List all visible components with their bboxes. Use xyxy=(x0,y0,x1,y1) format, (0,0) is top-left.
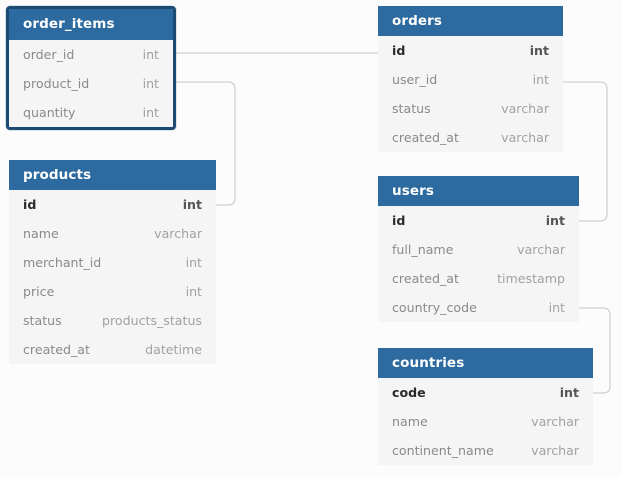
field-name: full_name xyxy=(392,242,454,257)
table-row[interactable]: id int xyxy=(9,190,216,219)
table-header-users: users xyxy=(378,176,579,206)
field-name: code xyxy=(392,385,426,400)
table-row[interactable]: created_at datetime xyxy=(9,335,216,364)
field-type: datetime xyxy=(145,342,202,357)
table-row[interactable]: product_id int xyxy=(9,69,173,98)
table-body-countries: code int name varchar continent_name var… xyxy=(378,378,593,465)
field-type: varchar xyxy=(531,414,579,429)
field-name: status xyxy=(23,313,62,328)
table-header-order-items: order_items xyxy=(9,9,173,40)
table-users[interactable]: users id int full_name varchar created_a… xyxy=(378,176,579,322)
table-body-users: id int full_name varchar created_at time… xyxy=(378,206,579,322)
table-products[interactable]: products id int name varchar merchant_id… xyxy=(9,160,216,364)
table-row[interactable]: name varchar xyxy=(9,219,216,248)
field-type: int xyxy=(529,43,549,58)
field-type: int xyxy=(559,385,579,400)
table-row[interactable]: id int xyxy=(378,36,563,65)
field-type: varchar xyxy=(501,101,549,116)
table-header-orders: orders xyxy=(378,6,563,36)
table-row[interactable]: id int xyxy=(378,206,579,235)
field-type: int xyxy=(142,47,159,62)
field-type: timestamp xyxy=(497,271,565,286)
field-type: int xyxy=(142,76,159,91)
table-row[interactable]: name varchar xyxy=(378,407,593,436)
table-row[interactable]: created_at timestamp xyxy=(378,264,579,293)
field-type: int xyxy=(142,105,159,120)
field-type: varchar xyxy=(531,443,579,458)
field-name: created_at xyxy=(392,271,459,286)
field-type: int xyxy=(532,72,549,87)
table-header-countries: countries xyxy=(378,348,593,378)
table-order-items[interactable]: order_items order_id int product_id int … xyxy=(6,6,176,130)
field-name: id xyxy=(392,213,406,228)
field-type: int xyxy=(548,300,565,315)
field-type: varchar xyxy=(517,242,565,257)
table-row[interactable]: quantity int xyxy=(9,98,173,127)
table-row[interactable]: user_id int xyxy=(378,65,563,94)
field-name: order_id xyxy=(23,47,75,62)
field-name: created_at xyxy=(392,130,459,145)
table-row[interactable]: code int xyxy=(378,378,593,407)
field-type: int xyxy=(545,213,565,228)
field-name: status xyxy=(392,101,431,116)
field-name: created_at xyxy=(23,342,90,357)
table-row[interactable]: order_id int xyxy=(9,40,173,69)
field-type: int xyxy=(182,197,202,212)
table-orders[interactable]: orders id int user_id int status varchar… xyxy=(378,6,563,152)
field-name: product_id xyxy=(23,76,90,91)
field-name: id xyxy=(23,197,37,212)
table-row[interactable]: continent_name varchar xyxy=(378,436,593,465)
table-row[interactable]: price int xyxy=(9,277,216,306)
field-name: country_code xyxy=(392,300,477,315)
field-name: merchant_id xyxy=(23,255,102,270)
field-type: varchar xyxy=(154,226,202,241)
table-body-products: id int name varchar merchant_id int pric… xyxy=(9,190,216,364)
table-row[interactable]: full_name varchar xyxy=(378,235,579,264)
table-row[interactable]: merchant_id int xyxy=(9,248,216,277)
field-name: id xyxy=(392,43,406,58)
field-type: products_status xyxy=(102,313,202,328)
field-name: quantity xyxy=(23,105,76,120)
field-name: user_id xyxy=(392,72,438,87)
table-body-order-items: order_id int product_id int quantity int xyxy=(9,40,173,127)
field-type: varchar xyxy=(501,130,549,145)
field-name: price xyxy=(23,284,55,299)
table-row[interactable]: created_at varchar xyxy=(378,123,563,152)
table-body-orders: id int user_id int status varchar create… xyxy=(378,36,563,152)
field-name: name xyxy=(392,414,428,429)
table-countries[interactable]: countries code int name varchar continen… xyxy=(378,348,593,465)
table-header-products: products xyxy=(9,160,216,190)
table-row[interactable]: status varchar xyxy=(378,94,563,123)
table-row[interactable]: status products_status xyxy=(9,306,216,335)
field-name: name xyxy=(23,226,59,241)
table-row[interactable]: country_code int xyxy=(378,293,579,322)
field-type: int xyxy=(185,255,202,270)
field-type: int xyxy=(185,284,202,299)
field-name: continent_name xyxy=(392,443,494,458)
